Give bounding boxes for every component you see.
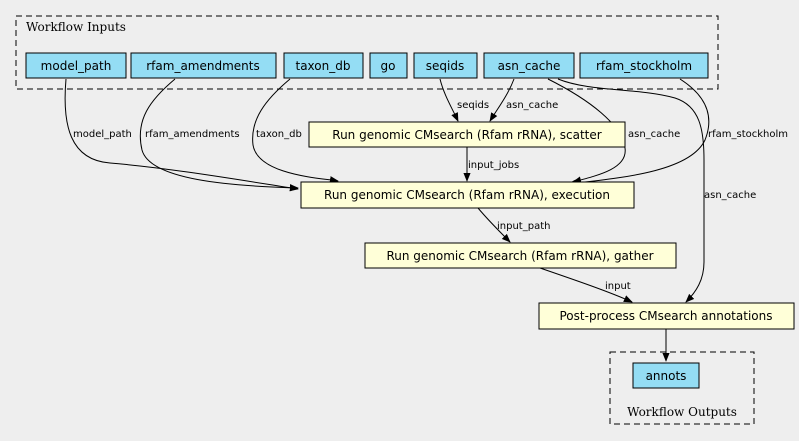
- workflow-outputs-cluster: Workflow Outputs: [609, 351, 755, 425]
- step-scatter[interactable]: Run genomic CMsearch (Rfam rRNA), scatte…: [308, 121, 626, 148]
- input-asn-cache-label: asn_cache: [498, 59, 561, 73]
- workflow-inputs-label: Workflow Inputs: [26, 20, 126, 34]
- step-post-process-label: Post-process CMsearch annotations: [560, 309, 773, 323]
- edge-label-input-path: input_path: [497, 221, 550, 232]
- output-annots[interactable]: annots: [632, 362, 700, 389]
- edge-label-input: input: [605, 281, 631, 292]
- edge-rfam-stockholm-execution: [567, 78, 710, 187]
- input-rfam-amendments-label: rfam_amendments: [146, 59, 259, 73]
- input-taxon-db[interactable]: taxon_db: [283, 52, 364, 79]
- input-asn-cache[interactable]: asn_cache: [483, 52, 575, 79]
- step-gather-label: Run genomic CMsearch (Rfam rRNA), gather: [386, 249, 653, 263]
- edge-label-model-path: model_path: [73, 129, 132, 140]
- edge-label-asn-cache-post: asn_cache: [704, 190, 756, 201]
- edge-asn-cache-scatter: [489, 78, 515, 122]
- step-execution-label: Run genomic CMsearch (Rfam rRNA), execut…: [324, 188, 610, 202]
- edge-taxon-db-execution: [252, 78, 339, 184]
- input-model-path[interactable]: model_path: [25, 52, 127, 79]
- input-rfam-amendments[interactable]: rfam_amendments: [130, 52, 277, 79]
- edge-label-rfam-stockholm: rfam_stockholm: [708, 129, 788, 140]
- step-scatter-label: Run genomic CMsearch (Rfam rRNA), scatte…: [332, 128, 601, 142]
- edge-label-asn-cache-execution: asn_cache: [628, 129, 680, 140]
- step-execution[interactable]: Run genomic CMsearch (Rfam rRNA), execut…: [300, 181, 635, 209]
- input-model-path-label: model_path: [41, 59, 112, 73]
- step-nodes: Run genomic CMsearch (Rfam rRNA), scatte…: [300, 121, 795, 330]
- edge-label-seqids: seqids: [457, 100, 489, 111]
- input-rfam-stockholm-label: rfam_stockholm: [596, 59, 692, 73]
- edge-rfam-amendments-execution: [139, 78, 299, 192]
- output-annots-label: annots: [646, 369, 687, 383]
- edge-asn-cache-post-process: [557, 78, 705, 303]
- output-nodes: annots: [632, 362, 700, 389]
- step-gather[interactable]: Run genomic CMsearch (Rfam rRNA), gather: [364, 242, 677, 269]
- edge-gather-post-process: [539, 267, 633, 303]
- input-go[interactable]: go: [369, 52, 408, 79]
- edge-label-rfam-amendments: rfam_amendments: [145, 129, 240, 140]
- input-seqids[interactable]: seqids: [413, 52, 478, 79]
- edge-label-asn-cache-scatter: asn_cache: [506, 100, 558, 111]
- input-go-label: go: [381, 59, 396, 73]
- input-nodes: model_path rfam_amendments taxon_db go s…: [25, 52, 709, 79]
- edge-label-input-jobs: input_jobs: [468, 160, 519, 171]
- workflow-outputs-label: Workflow Outputs: [627, 405, 737, 419]
- input-taxon-db-label: taxon_db: [296, 59, 351, 73]
- edge-execution-gather: [477, 207, 511, 243]
- edge-label-taxon-db: taxon_db: [256, 129, 302, 140]
- edge-model-path-execution: [64, 78, 299, 192]
- step-post-process[interactable]: Post-process CMsearch annotations: [538, 302, 795, 330]
- edges: seqids asn_cache model_path rfam_amendme…: [64, 78, 788, 362]
- edge-asn-cache-execution: [547, 78, 626, 184]
- edge-seqids-scatter: [439, 78, 459, 122]
- input-seqids-label: seqids: [426, 59, 464, 73]
- workflow-inputs-cluster: Workflow Inputs: [15, 15, 719, 90]
- input-rfam-stockholm[interactable]: rfam_stockholm: [579, 52, 709, 79]
